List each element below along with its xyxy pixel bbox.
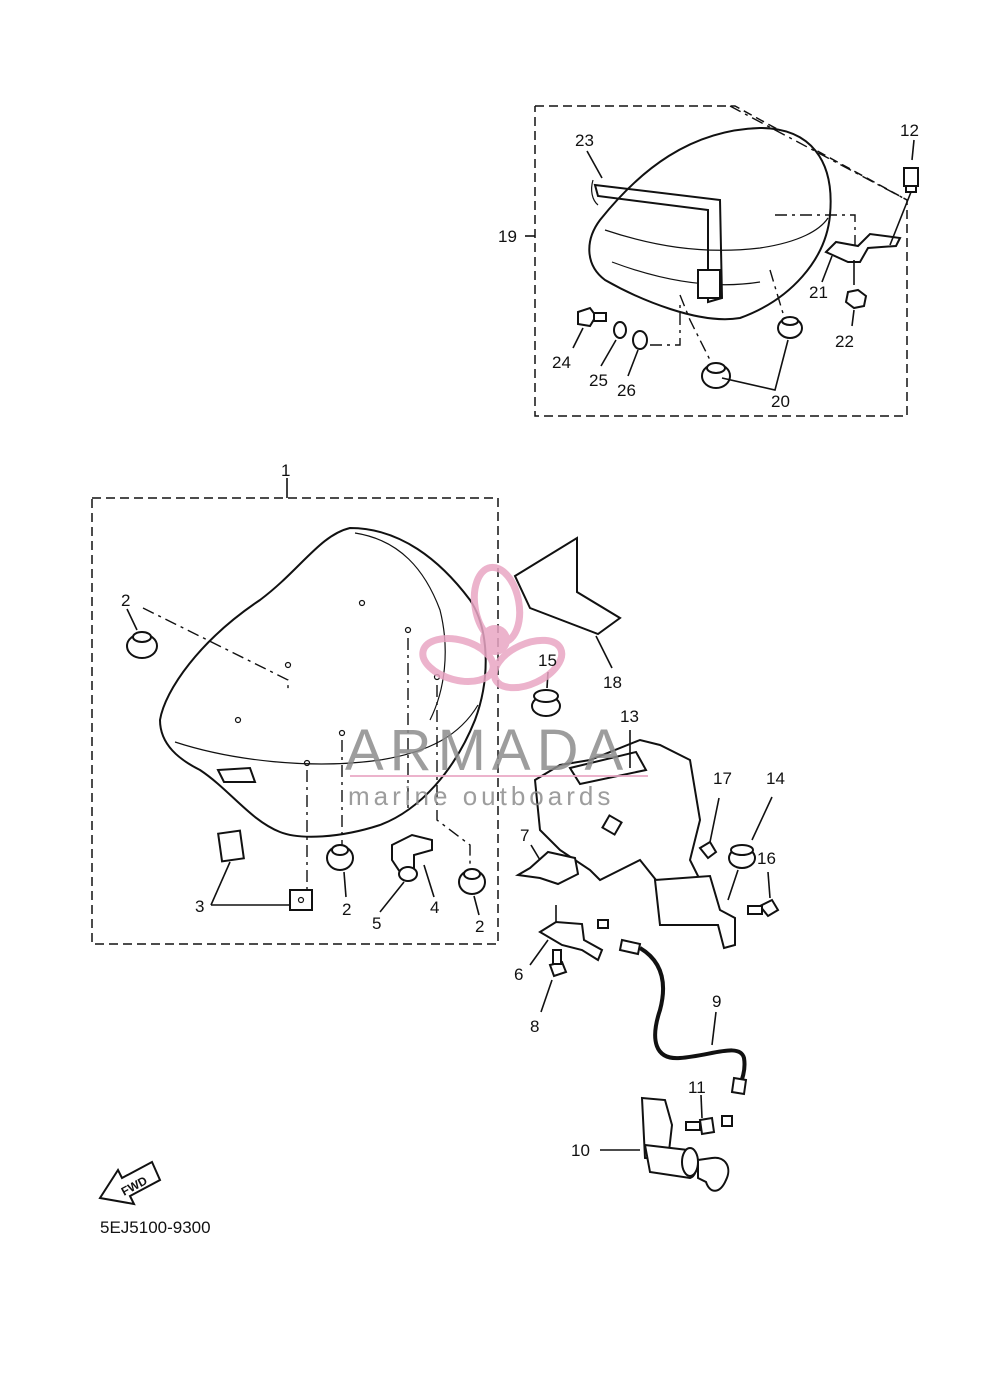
callout-8: 8 xyxy=(530,1017,539,1036)
callout-26: 26 xyxy=(617,381,636,400)
rear-seat-assembly xyxy=(525,105,919,417)
armada-watermark-logo: ARMADA marine outboards xyxy=(345,563,648,811)
screw-11 xyxy=(685,1094,716,1136)
bolt-12 xyxy=(889,167,919,246)
lock-hook-6 xyxy=(538,920,604,962)
callout-21: 21 xyxy=(809,283,828,302)
callout-24: 24 xyxy=(552,353,571,372)
rubber-damper-2-top xyxy=(126,631,158,659)
callout-19: 19 xyxy=(498,227,517,246)
main-seat-assembly xyxy=(91,478,499,945)
callout-22: 22 xyxy=(835,332,854,351)
callout-3: 3 xyxy=(195,897,204,916)
washer-25 xyxy=(613,321,627,339)
damper-20 xyxy=(701,316,803,389)
callout-2: 2 xyxy=(475,917,484,936)
bracket-7 xyxy=(514,850,580,886)
key xyxy=(697,1156,730,1192)
bracket-extension xyxy=(653,874,736,950)
rubber-damper-2-right xyxy=(458,868,486,895)
watermark-tagline: marine outboards xyxy=(348,781,614,811)
callout-16: 16 xyxy=(757,849,776,868)
key-lock-10 xyxy=(600,1096,730,1192)
grommet-14 xyxy=(727,796,773,901)
callout-2: 2 xyxy=(342,900,351,919)
screw-17 xyxy=(698,797,720,860)
callout-labels: 1 2 2 2 3 4 5 6 7 8 9 10 11 12 13 14 15 … xyxy=(121,121,919,1160)
callout-25: 25 xyxy=(589,371,608,390)
callout-11: 11 xyxy=(688,1078,706,1097)
rear-seat-bracket xyxy=(824,232,902,263)
nut-22 xyxy=(844,260,868,310)
callout-10: 10 xyxy=(571,1141,590,1160)
callout-4: 4 xyxy=(430,898,439,917)
collar-5 xyxy=(398,866,418,882)
watermark-brand: ARMADA xyxy=(345,718,629,783)
grab-bar-mount xyxy=(697,269,721,299)
grommet-15 xyxy=(531,671,561,717)
rear-seat-group-frame xyxy=(534,105,908,417)
bolt-8 xyxy=(540,949,568,1013)
callout-17: 17 xyxy=(713,769,732,788)
lock-mechanism xyxy=(513,536,780,1192)
lock-cable-9 xyxy=(638,946,747,1091)
callout-23: 23 xyxy=(575,131,594,150)
main-seat-group-frame xyxy=(91,497,499,945)
seat-tab xyxy=(216,766,257,783)
callout-2: 2 xyxy=(121,591,130,610)
callout-18: 18 xyxy=(603,673,622,692)
fwd-arrow-icon: FWD xyxy=(98,1160,162,1206)
rubber-damper-2-middle xyxy=(326,844,354,871)
plate-18 xyxy=(513,536,622,636)
grab-bar xyxy=(593,183,724,304)
callout-6: 6 xyxy=(514,965,523,984)
clip-nut-3 xyxy=(217,829,313,911)
callout-15: 15 xyxy=(538,651,557,670)
callout-13: 13 xyxy=(620,707,639,726)
callout-12: 12 xyxy=(900,121,919,140)
callout-20: 20 xyxy=(771,392,790,411)
callout-1: 1 xyxy=(281,461,290,480)
callout-5: 5 xyxy=(372,914,381,933)
bolt-24 xyxy=(577,306,607,328)
callout-9: 9 xyxy=(712,992,721,1011)
propeller-icon xyxy=(419,563,566,692)
washer-26 xyxy=(632,330,648,350)
callout-7: 7 xyxy=(520,826,529,845)
seat-bracket-4 xyxy=(391,833,433,874)
bolt-16 xyxy=(747,871,780,918)
callout-14: 14 xyxy=(766,769,785,788)
main-seat-pad xyxy=(158,526,487,838)
drawing-code: 5EJ5100-9300 xyxy=(100,1218,211,1237)
